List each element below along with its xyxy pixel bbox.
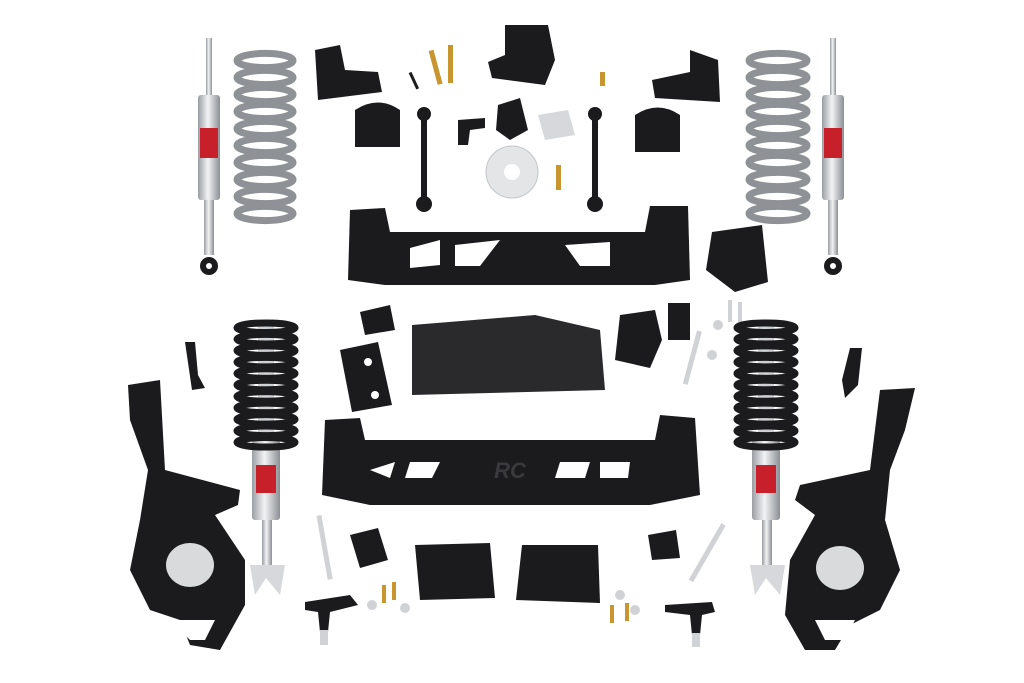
small-bracket-left [185,342,205,390]
drop-bracket [340,342,392,412]
spring-coil [733,434,799,451]
sway-bar-link-left [416,107,432,212]
bracket-center [488,25,555,85]
shock-badge [824,128,842,158]
shock-badge [756,465,776,493]
rc-logo: RC [494,458,527,483]
rear-crossmember [348,206,690,285]
tie-rod-end-left [305,595,358,645]
center-skid-plate [412,315,605,395]
sway-bar-link-right [587,107,603,212]
bracket-left [315,45,382,100]
steering-knuckle-right [785,388,915,650]
small-bracket-3 [668,303,690,340]
bump-stop-right [635,107,680,152]
bolts-top [408,45,605,190]
bracket-right [652,50,720,102]
skid-plate-right [706,225,768,292]
front-crossmember: RC [322,415,700,505]
front-coilover-left [233,319,299,595]
small-bracket [458,118,485,145]
small-bracket-lower-left [350,528,388,568]
tie-rod-end-right [665,602,715,647]
bolts-mid [682,300,742,385]
front-coilover-right [733,319,799,595]
small-bracket-right [842,348,862,398]
shock-badge [256,465,276,493]
diff-bracket [615,310,662,368]
spacer-block-right [516,545,600,603]
spring-coil [233,202,297,225]
spring-coil [745,202,811,225]
long-bolt-left [316,514,333,580]
small-bracket-2 [496,98,528,140]
bump-stop-left [355,102,400,147]
steering-knuckle-left [128,380,245,650]
rear-coil-spring-left [233,49,297,225]
bracket-mid-left [360,305,395,335]
rear-coil-spring-right [745,49,811,225]
spring-coil [233,434,299,451]
silver-bracket [538,110,575,140]
small-bracket-lower-right [648,530,680,560]
spacer-block-left [415,543,495,600]
spacer-ring [485,145,539,199]
small-hardware [367,582,640,623]
rear-shock-right [822,38,844,275]
long-bolt-right [688,523,726,583]
shock-badge [200,128,218,158]
rear-shock-left [198,38,220,275]
